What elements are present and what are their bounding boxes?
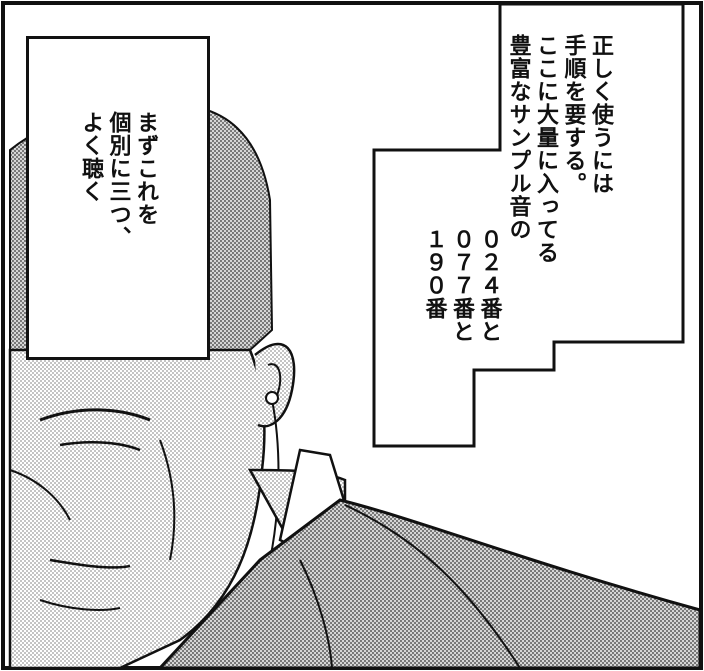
shirt [156, 498, 702, 670]
ear [254, 342, 296, 428]
right-caption-text-numbers: ０２４番と ０７７番と １９０番 [421, 228, 502, 343]
left-caption-text: まずこれを 個別に三つ、 よく聴く [78, 111, 158, 249]
mouth [49, 558, 131, 569]
right-caption-text-main: 正しく使うには 手順を要する。 ここに大量に入ってる 豊富なサンプル音の [505, 34, 614, 264]
eye [59, 441, 141, 452]
left-caption-box: まずこれを 個別に三つ、 よく聴く [26, 36, 210, 360]
right-caption-box [372, 2, 685, 448]
eyebrow [39, 408, 151, 422]
cheek-line [159, 439, 176, 561]
